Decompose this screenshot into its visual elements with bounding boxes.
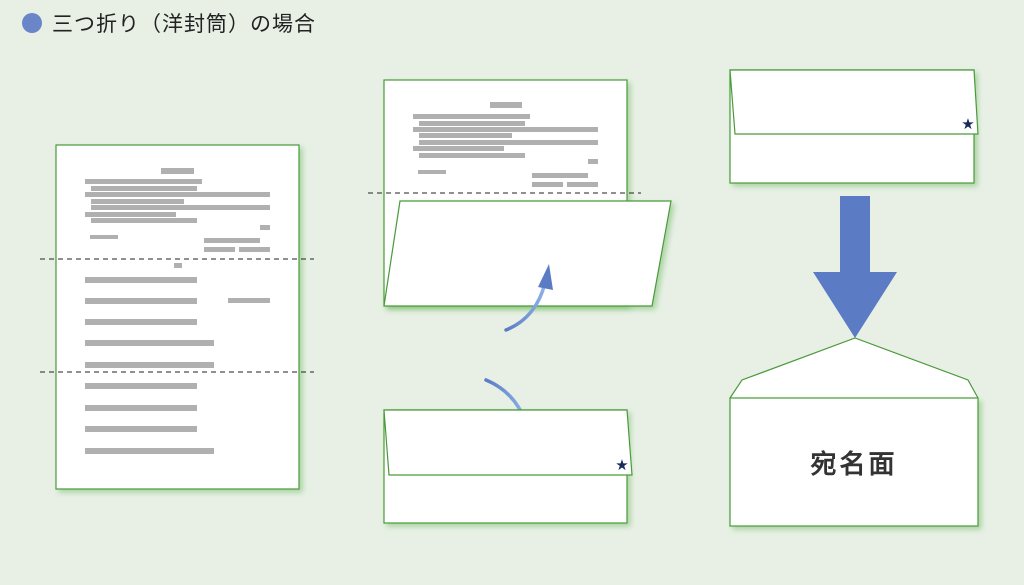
envelope-flap: [729, 337, 979, 399]
star-icon: ★: [961, 115, 974, 133]
title-row: 三つ折り（洋封筒）の場合: [22, 8, 316, 38]
envelope-body: [729, 397, 979, 527]
envelope: [729, 337, 979, 527]
curved-arrow-up-head: [538, 264, 553, 290]
folded-flap-top: [383, 409, 633, 476]
down-arrow-icon: [813, 196, 897, 338]
address-side-label: 宛名面: [810, 449, 898, 480]
page-title: 三つ折り（洋封筒）の場合: [52, 12, 316, 36]
letter-sheet-folding-step2: ★: [383, 378, 633, 524]
letter-text-lines: [85, 168, 270, 454]
curved-arrow-up-icon: [504, 281, 547, 332]
folded-flap-bottom: [383, 200, 672, 307]
step1-text-lines: [413, 102, 598, 187]
letter-sheet-folding-step1: [368, 79, 672, 332]
folded-letter-flap: [729, 69, 979, 135]
star-icon: ★: [615, 456, 628, 474]
folded-letter: ★: [729, 69, 979, 184]
letter-sheet-full: [40, 144, 314, 490]
bullet-dot-icon: [22, 13, 42, 33]
